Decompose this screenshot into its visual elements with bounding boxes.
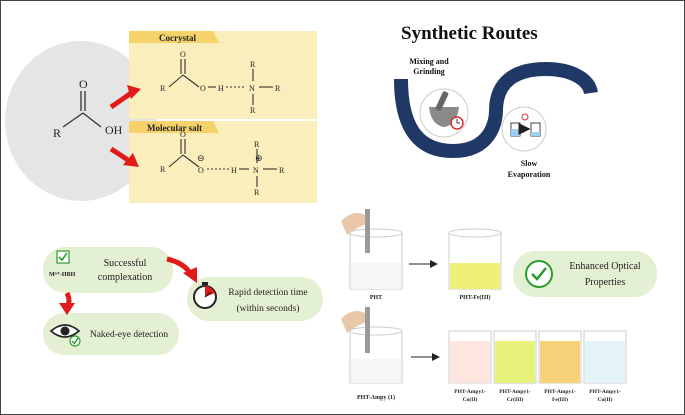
stopwatch-icon bbox=[193, 282, 217, 309]
salt-label-tab bbox=[129, 121, 219, 133]
top-vial-pht-fe bbox=[448, 228, 502, 290]
detection-panel: Mⁿ⁺-HBH Successful complexation Rapid de… bbox=[43, 247, 323, 355]
cocrystal-r1: R bbox=[160, 84, 166, 93]
route-curve bbox=[394, 61, 598, 159]
carboxylic-acid-structure bbox=[62, 91, 102, 128]
salt-minus-charge: ⊖ bbox=[197, 153, 205, 163]
bottom-vial-fe bbox=[538, 330, 582, 384]
cocrystal-panel bbox=[129, 31, 317, 119]
label-cu-line2: Cu(II) bbox=[598, 396, 613, 403]
route2-line2: Evaporation bbox=[508, 170, 551, 179]
label-cu-line1: PHT-Ampy1- bbox=[589, 389, 621, 395]
acid-oh-label: OH bbox=[105, 123, 123, 137]
label-cr-line2: Cr(III) bbox=[507, 396, 524, 403]
molecular-salt-panel bbox=[129, 121, 317, 203]
salt-r-right: R bbox=[279, 166, 285, 175]
vial-cr-liquid bbox=[495, 341, 535, 383]
cocrystal-label: Cocrystal bbox=[159, 33, 196, 43]
salt-plus-charge: ⊕ bbox=[255, 153, 263, 163]
eye-icon bbox=[49, 324, 81, 347]
cocrystal-o: O bbox=[200, 84, 206, 93]
cocrystal-structure bbox=[168, 59, 273, 105]
red-arrow-to-cocrystal bbox=[109, 85, 141, 110]
label-fe-line1: PHT-Ampy1- bbox=[544, 389, 576, 395]
synthetic-routes-title: Synthetic Routes bbox=[401, 23, 538, 44]
bottom-vial-cr bbox=[493, 330, 537, 384]
rapid-line2: (within seconds) bbox=[236, 303, 299, 314]
cocrystal-label-tab bbox=[129, 31, 219, 43]
label-pht-ampy: PHT-Ampy (1) bbox=[357, 394, 395, 401]
vial-fe-liquid bbox=[540, 341, 580, 383]
label-pht: PHT bbox=[370, 295, 382, 301]
salt-r-top: R bbox=[254, 140, 260, 149]
checkbox-icon bbox=[56, 250, 70, 264]
cocrystal-n: N bbox=[249, 84, 255, 93]
salt-o: O bbox=[198, 166, 204, 175]
enhanced-optical-box bbox=[513, 251, 657, 297]
pipette-hand-bottom bbox=[341, 307, 370, 353]
optical-line2: Properties bbox=[585, 277, 626, 288]
mortar-pestle-icon bbox=[429, 91, 464, 130]
cocrystal-r-top: R bbox=[250, 60, 256, 69]
label-fe-line2: Fe(III) bbox=[552, 396, 568, 403]
cocrystal-o-top: O bbox=[180, 50, 186, 59]
green-check-icon bbox=[525, 260, 553, 288]
acid-o-label: O bbox=[79, 77, 88, 91]
success-line1: Successful bbox=[104, 258, 147, 269]
bottom-vial-co bbox=[448, 330, 492, 384]
checkmark-icon bbox=[58, 252, 68, 262]
vial-cu-liquid bbox=[585, 341, 625, 383]
label-pht-fe: PHT-Fe(III) bbox=[459, 294, 490, 301]
complexation-box bbox=[43, 247, 173, 293]
naked-eye-label: Naked-eye detection bbox=[90, 330, 169, 340]
acid-background-circle bbox=[5, 41, 157, 201]
ion-label: Mⁿ⁺-HBH bbox=[49, 271, 76, 278]
rapid-line1: Rapid detection time bbox=[228, 288, 307, 298]
salt-h: H bbox=[231, 166, 237, 175]
synthetic-routes-panel: Synthetic Routes Mixing and Grinding Slo… bbox=[394, 23, 598, 179]
vials-panel: PHT PHT-Fe(III) Enhanced Optical Propert… bbox=[341, 209, 657, 403]
salt-n: N bbox=[253, 166, 259, 175]
cocrystal-r-right: R bbox=[275, 84, 281, 93]
acid-r-label: R bbox=[53, 126, 61, 140]
rapid-detection-box bbox=[187, 277, 323, 321]
cocrystal-r-bottom: R bbox=[250, 106, 256, 115]
bottom-vial-cu bbox=[583, 330, 627, 384]
bottom-vial-pht-ampy bbox=[349, 326, 403, 384]
chemistry-panel: R O OH Cocrystal R O O H N R R R Molecul… bbox=[5, 31, 317, 203]
salt-r-bottom: R bbox=[254, 188, 260, 197]
salt-r1: R bbox=[160, 165, 166, 174]
top-vial-pht bbox=[349, 228, 403, 290]
route2-line1: Slow bbox=[521, 159, 538, 168]
salt-o-top: O bbox=[180, 130, 186, 139]
vial-co-liquid bbox=[450, 341, 490, 383]
pipette-hand-top bbox=[341, 209, 370, 253]
route1-line2: Grinding bbox=[413, 67, 445, 76]
label-co-line2: Co(II) bbox=[463, 396, 478, 403]
evaporation-icon bbox=[510, 113, 541, 137]
cocrystal-h: H bbox=[218, 84, 224, 93]
optical-line1: Enhanced Optical bbox=[569, 261, 641, 272]
molecular-salt-label: Molecular salt bbox=[147, 123, 202, 133]
success-line2: complexation bbox=[98, 272, 152, 283]
molecular-salt-structure bbox=[168, 139, 277, 187]
label-cr-line1: PHT-Ampy1- bbox=[499, 389, 531, 395]
label-co-line1: PHT-Ampy1- bbox=[454, 389, 486, 395]
red-arrow-to-naked-eye bbox=[59, 291, 75, 315]
red-arrow-to-salt bbox=[109, 146, 139, 167]
route1-line1: Mixing and bbox=[409, 57, 449, 66]
red-arrow-to-rapid bbox=[166, 256, 197, 283]
